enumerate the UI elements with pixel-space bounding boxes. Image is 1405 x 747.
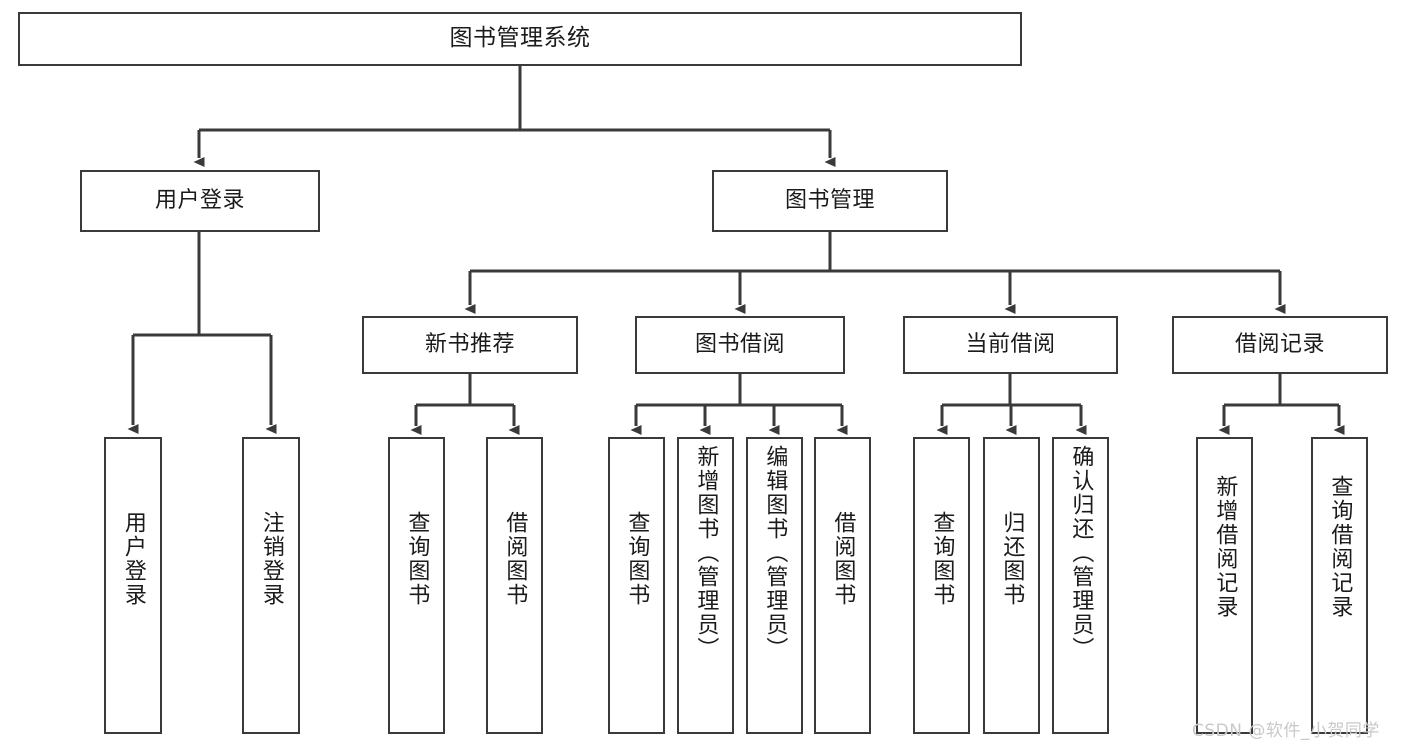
node-label: 归还图书 <box>999 511 1025 607</box>
node-label: 注销登录 <box>258 511 284 607</box>
node-label: 图书管理系统 <box>449 25 591 52</box>
node-label: 查询借阅记录 <box>1327 475 1353 619</box>
node-label: 新书推荐 <box>424 331 515 357</box>
node-new-book-recommend[interactable]: 新书推荐 <box>362 316 578 374</box>
leaf-query-book-borrow[interactable]: 查询图书 <box>608 437 665 734</box>
node-book-borrow[interactable]: 图书借阅 <box>635 316 845 374</box>
node-label: 新增图书（管理员） <box>693 445 719 661</box>
leaf-query-book-current[interactable]: 查询图书 <box>913 437 970 734</box>
node-label: 新增借阅记录 <box>1212 475 1238 619</box>
watermark: CSDN @软件_小贺同学 <box>1192 721 1380 741</box>
node-label: 图书借阅 <box>694 331 785 357</box>
node-label: 查询图书 <box>929 511 955 607</box>
node-label: 借阅图书 <box>830 511 856 607</box>
node-user-login[interactable]: 用户登录 <box>80 170 320 232</box>
leaf-return-book[interactable]: 归还图书 <box>983 437 1040 734</box>
leaf-borrow-book-newbook[interactable]: 借阅图书 <box>486 437 543 734</box>
node-borrow-record[interactable]: 借阅记录 <box>1172 316 1388 374</box>
node-label: 当前借阅 <box>965 331 1056 357</box>
leaf-query-book-newbook[interactable]: 查询图书 <box>388 437 445 734</box>
leaf-logout[interactable]: 注销登录 <box>242 437 300 734</box>
node-label: 查询图书 <box>404 511 430 607</box>
leaf-confirm-return-admin[interactable]: 确认归还（管理员） <box>1052 437 1109 734</box>
leaf-borrow-book-borrow[interactable]: 借阅图书 <box>814 437 871 734</box>
node-label: 查询图书 <box>624 511 650 607</box>
node-label: 借阅记录 <box>1234 331 1325 357</box>
leaf-add-borrow-record[interactable]: 新增借阅记录 <box>1196 437 1253 734</box>
node-label: 确认归还（管理员） <box>1068 445 1094 661</box>
node-current-borrow[interactable]: 当前借阅 <box>903 316 1118 374</box>
node-label: 编辑图书（管理员） <box>762 445 788 661</box>
node-label: 图书管理 <box>784 187 875 213</box>
node-label: 借阅图书 <box>502 511 528 607</box>
node-root-book-management-system[interactable]: 图书管理系统 <box>18 12 1022 66</box>
leaf-edit-book-admin[interactable]: 编辑图书（管理员） <box>746 437 803 734</box>
node-label: 用户登录 <box>154 187 245 213</box>
node-label: 用户登录 <box>120 511 146 607</box>
leaf-user-login[interactable]: 用户登录 <box>104 437 162 734</box>
node-book-management[interactable]: 图书管理 <box>712 170 948 232</box>
leaf-query-borrow-record[interactable]: 查询借阅记录 <box>1311 437 1368 734</box>
leaf-add-book-admin[interactable]: 新增图书（管理员） <box>677 437 734 734</box>
